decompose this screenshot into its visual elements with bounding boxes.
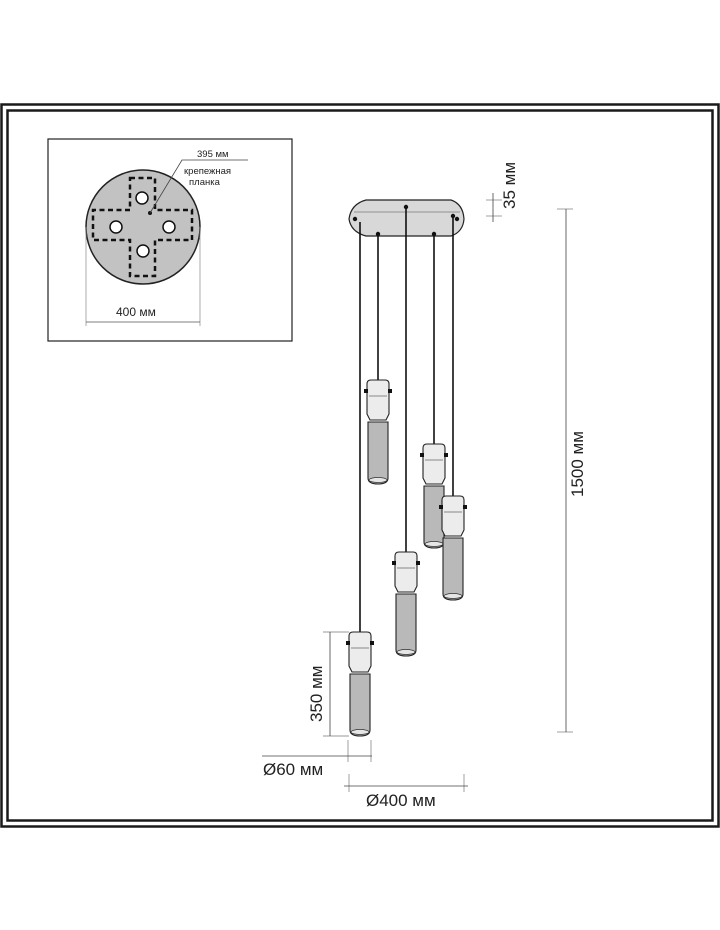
canopy-diameter-label: Ø400 мм: [366, 791, 436, 810]
plate-name-line1: крепежная: [184, 166, 231, 177]
cables: [359, 207, 454, 632]
dim-shade-diameter: Ø60 мм: [262, 740, 372, 779]
pendant-5-shade: [442, 537, 464, 601]
mount-hole-top: [135, 191, 149, 205]
dim-canopy-diameter: Ø400 мм: [344, 774, 468, 810]
pendant-1-lens: [350, 729, 370, 735]
mount-hole-bottom: [136, 244, 150, 258]
mount-hole-right: [162, 220, 176, 234]
pendant-1-cap: [348, 631, 372, 673]
canopy-screw-right: [454, 216, 460, 222]
cable-anchor-3: [403, 204, 409, 210]
shade-height-label: 350 мм: [307, 666, 326, 722]
pendant-4-lens: [424, 541, 444, 547]
pendant-1-shade: [349, 673, 371, 737]
top-view-inset: 395 мм крепежная планка 400 мм: [47, 138, 293, 342]
plate-name-line2: планка: [189, 177, 221, 188]
pendant-2: [364, 379, 392, 485]
mount-hole-left: [109, 220, 123, 234]
pendant-2-screw-left: [364, 389, 368, 393]
pendant-3-screw-right: [416, 561, 420, 565]
canopy-top-circle: [85, 169, 201, 285]
pendant-4-screw-left: [420, 453, 424, 457]
pendant-3: [392, 551, 420, 657]
pendant-4-cap: [422, 443, 446, 485]
shade-diameter-label: Ø60 мм: [263, 760, 323, 779]
pendant-5: [439, 495, 467, 601]
dim-canopy-height: 35 мм: [486, 162, 519, 222]
inner-frame: [6, 109, 714, 822]
pendant-2-screw-right: [388, 389, 392, 393]
canopy-height-label: 35 мм: [500, 162, 519, 209]
dim-total-height: 1500 мм: [557, 208, 587, 733]
cable-anchor-2: [375, 231, 381, 237]
pendant-1-screw-right: [370, 641, 374, 645]
pendant-5-lens: [443, 593, 463, 599]
pendant-1-screw-left: [346, 641, 350, 645]
pendant-5-cap: [441, 495, 465, 537]
inset-width-label: 400 мм: [116, 305, 156, 319]
plate-leader-line: [149, 159, 248, 214]
pendants: [346, 379, 467, 737]
pendant-4-screw-right: [444, 453, 448, 457]
pendant-4: [420, 443, 448, 549]
plate-size-label: 395 мм: [197, 149, 229, 160]
pendant-2-cap: [366, 379, 390, 421]
pendant-1: [346, 631, 374, 737]
cable-anchor-4: [431, 231, 437, 237]
outer-frame: [0, 103, 720, 828]
mounting-plate-cross: [91, 176, 194, 278]
pendant-2-lens: [368, 477, 388, 483]
pendant-5-screw-left: [439, 505, 443, 509]
pendant-3-shade: [395, 593, 417, 657]
pendant-5-screw-right: [463, 505, 467, 509]
pendant-3-lens: [396, 649, 416, 655]
cable-anchor-5: [450, 213, 456, 219]
dim-shade-height: 350 мм: [307, 631, 349, 737]
pendant-2-shade: [367, 421, 389, 485]
canopy-screw-left: [352, 216, 358, 222]
pendant-3-cap: [394, 551, 418, 593]
pendant-3-screw-left: [392, 561, 396, 565]
total-height-label: 1500 мм: [568, 431, 587, 497]
pendant-4-shade: [423, 485, 445, 549]
